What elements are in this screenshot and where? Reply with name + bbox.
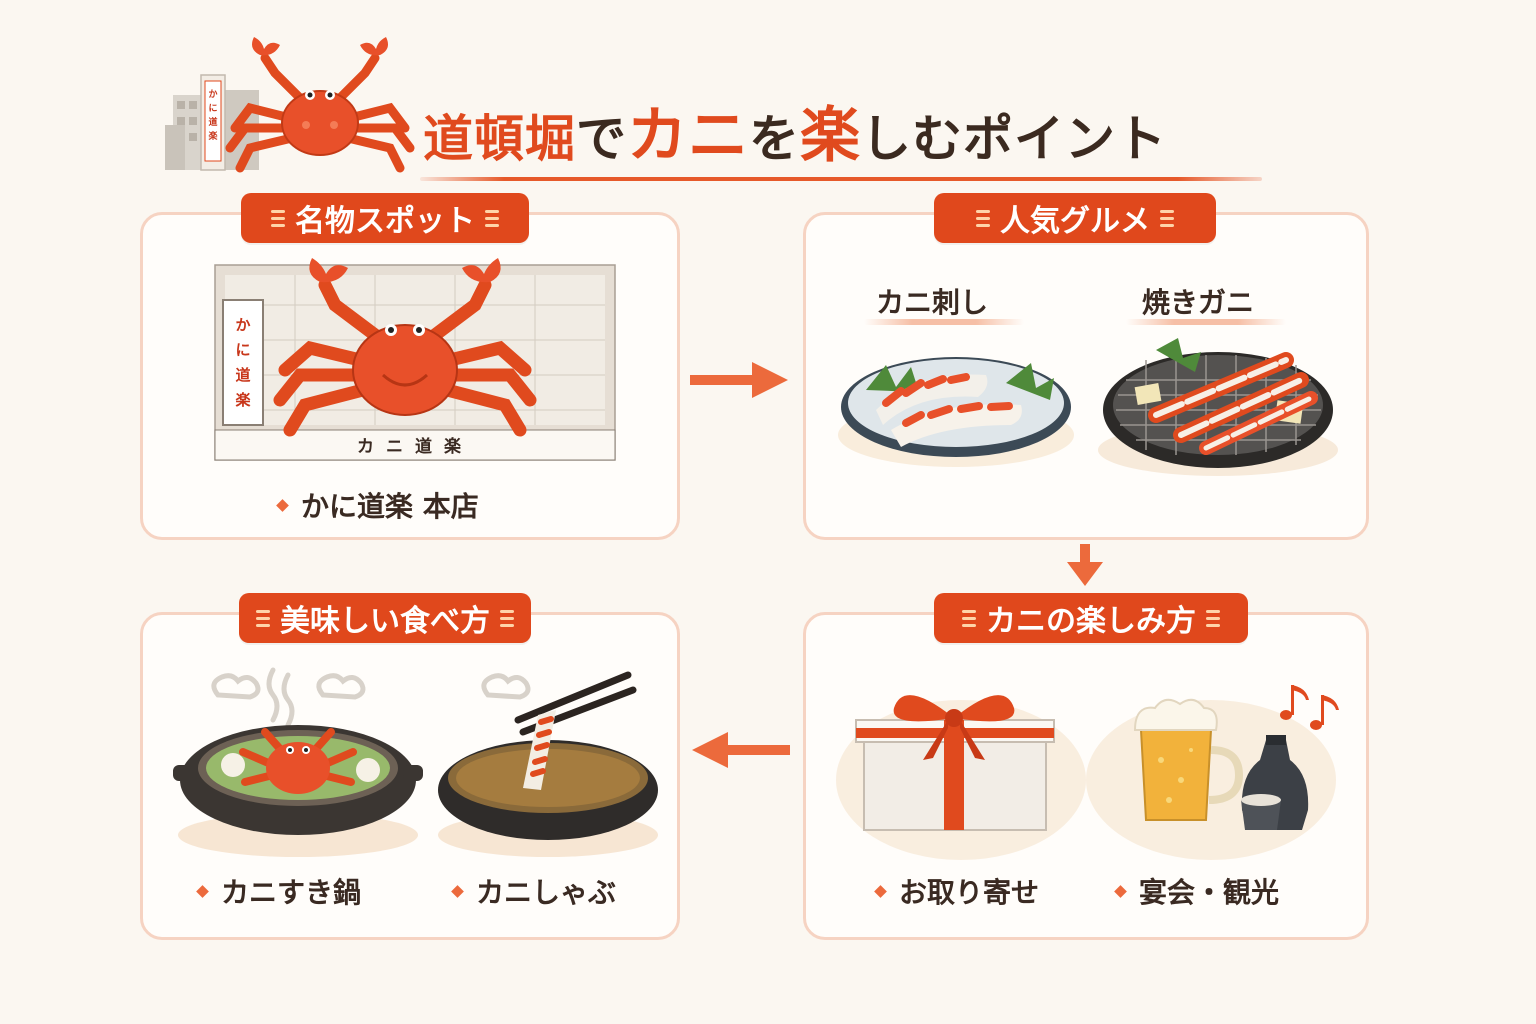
title-underline xyxy=(420,177,1262,181)
title-area: か に 道 楽 道頓堀でカニを楽しむポイント xyxy=(165,35,1275,181)
card-spot-header: 名物スポット xyxy=(241,193,529,243)
svg-text:か: か xyxy=(208,89,217,100)
eat-item-kanishabu-caption: カニしゃぶ xyxy=(451,871,617,911)
kani-doraku-storefront-illustration: か に 道 楽 カニ道楽 xyxy=(214,258,616,461)
vertical-sign-char: 楽 xyxy=(235,391,251,409)
enjoy-item-otoriyose-caption: お取り寄せ xyxy=(874,871,1040,911)
card-enjoy-header-text: カニの楽しみ方 xyxy=(986,604,1196,639)
crab-nabe-illustration xyxy=(173,667,423,857)
svg-text:楽: 楽 xyxy=(208,130,218,142)
vertical-sign-char: 道 xyxy=(235,366,250,384)
eat-item-kanisuki-text: カニすき鍋 xyxy=(221,876,362,909)
title-word-kani: カニ xyxy=(627,101,749,171)
arrow-left-icon xyxy=(692,732,790,768)
crab-sign-illustration: か に 道 楽 xyxy=(165,37,415,173)
card-enjoy: カニの楽しみ方 お取り寄せ 宴会・観光 xyxy=(803,593,1369,940)
gourmet-item-yakigani-label: 焼きガニ xyxy=(1142,286,1255,319)
crab-sashimi-illustration xyxy=(838,357,1074,467)
eat-item-kanisuki-caption: カニすき鍋 xyxy=(196,871,362,911)
grilled-crab-illustration xyxy=(1098,338,1338,476)
enjoy-item-otoriyose-text: お取り寄せ xyxy=(899,876,1040,909)
card-eat: 美味しい食べ方 xyxy=(140,593,680,940)
card-enjoy-header: カニの楽しみ方 xyxy=(934,593,1248,643)
card-gourmet-header-text: 人気グルメ xyxy=(1000,204,1150,239)
yakigani-label-underline xyxy=(1126,319,1286,325)
enjoy-item-enkai-text: 宴会・観光 xyxy=(1139,876,1280,909)
card-spot-caption-text: かに道楽 本店 xyxy=(301,490,479,523)
card-spot-caption: かに道楽 本店 xyxy=(276,485,479,525)
vertical-sign-char: に xyxy=(235,341,250,359)
card-spot-header-text: 名物スポット xyxy=(295,204,475,239)
page-title: 道頓堀でカニを楽しむポイント xyxy=(423,87,1167,174)
card-eat-header-text: 美味しい食べ方 xyxy=(280,604,490,639)
enjoy-item-enkai-caption: 宴会・観光 xyxy=(1114,871,1280,911)
title-word-dotonbori: 道頓堀 xyxy=(423,110,576,168)
gourmet-item-sashimi-label: カニ刺し xyxy=(876,286,989,319)
arrow-down-icon xyxy=(1067,544,1103,586)
card-gourmet: 人気グルメ カニ刺し 焼きガニ xyxy=(803,193,1369,540)
beer-and-sake-icon xyxy=(1086,685,1339,860)
title-word-tano: 楽 xyxy=(800,101,861,171)
sashimi-label-underline xyxy=(864,319,1024,325)
card-spot: 名物スポット か に 道 楽 カニ道楽 xyxy=(140,193,680,540)
crab-shabu-illustration xyxy=(438,671,658,857)
eat-item-kanishabu-text: カニしゃぶ xyxy=(476,876,617,909)
title-particle-wo: を xyxy=(749,110,800,168)
card-eat-header: 美味しい食べ方 xyxy=(239,593,531,643)
title-particle-de: で xyxy=(576,110,627,168)
title-word-point: しむポイント xyxy=(861,110,1167,168)
svg-text:に: に xyxy=(208,103,217,114)
store-sign-text: カニ道楽 xyxy=(357,436,473,457)
svg-text:道: 道 xyxy=(208,116,217,128)
card-gourmet-header: 人気グルメ xyxy=(934,193,1216,243)
gift-box-icon xyxy=(836,695,1086,860)
vertical-sign-char: か xyxy=(235,316,250,334)
arrow-right-icon xyxy=(690,362,788,398)
